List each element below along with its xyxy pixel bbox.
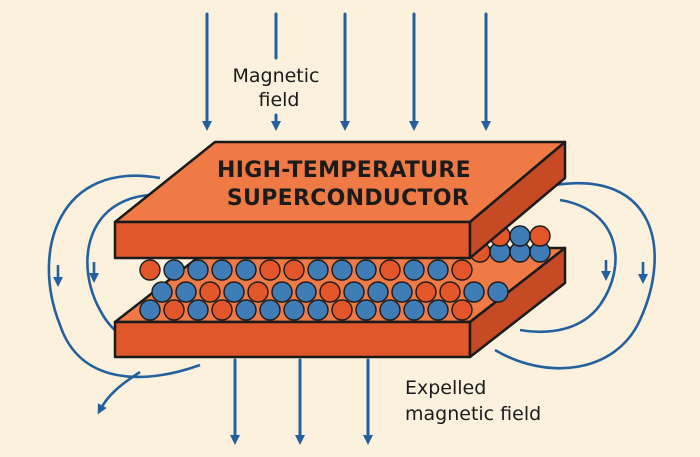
particle-blue: [163, 259, 185, 281]
particle-blue: [391, 281, 413, 303]
particle-blue: [187, 259, 209, 281]
particle-orange: [163, 299, 185, 321]
particle-orange: [331, 299, 353, 321]
magnetic-field-label: Magnetic field: [232, 65, 325, 111]
incoming-field-arrows: [202, 12, 491, 131]
particle-blue: [223, 281, 245, 303]
right-outer-loop: [494, 182, 656, 370]
particle-blue: [295, 281, 317, 303]
particle-orange: [451, 299, 473, 321]
particle-blue: [283, 299, 305, 321]
particle-blue: [379, 299, 401, 321]
particle-blue: [367, 281, 389, 303]
particle-blue: [139, 299, 161, 321]
particle-orange: [247, 281, 269, 303]
bottom-slab-front-face: [113, 320, 472, 359]
outgoing-field-arrows: [230, 358, 373, 445]
particle-orange: [259, 259, 281, 281]
bottom-slab-side-face: [468, 246, 567, 359]
top-slab-side-face: [468, 140, 567, 260]
particle-blue: [427, 259, 449, 281]
particle-orange: [379, 259, 401, 281]
particle-orange: [139, 259, 161, 281]
particle-blue: [509, 225, 531, 247]
particle-blue: [271, 281, 293, 303]
particle-blue: [235, 259, 257, 281]
particle-blue: [175, 281, 197, 303]
particle-layer: [139, 225, 551, 321]
particle-blue: [487, 281, 509, 303]
left-tail-loop: [97, 370, 141, 415]
particle-orange: [439, 281, 461, 303]
top-slab: [113, 140, 567, 260]
particle-blue: [307, 299, 329, 321]
expelled-field-loops: [47, 174, 656, 415]
particle-orange: [199, 281, 221, 303]
particle-blue: [463, 281, 485, 303]
particle-blue: [403, 299, 425, 321]
particle-blue: [307, 259, 329, 281]
particle-blue: [427, 299, 449, 321]
superconductor-title: HIGH-TEMPERATURE SUPERCONDUCTOR: [217, 158, 479, 211]
left-outer-loop: [47, 174, 201, 379]
particle-orange: [283, 259, 305, 281]
expelled-field-label: Expelled magnetic field: [405, 377, 541, 425]
particle-blue: [259, 299, 281, 321]
particle-blue: [151, 281, 173, 303]
particle-blue: [403, 259, 425, 281]
particle-orange: [211, 299, 233, 321]
particle-blue: [343, 281, 365, 303]
particle-blue: [355, 259, 377, 281]
particle-orange: [529, 225, 551, 247]
particle-orange: [415, 281, 437, 303]
particle-blue: [355, 299, 377, 321]
top-slab-front-face: [113, 220, 472, 260]
particle-blue: [211, 259, 233, 281]
particle-blue: [187, 299, 209, 321]
right-inner-loop: [519, 198, 617, 334]
particle-orange: [451, 259, 473, 281]
particle-blue: [235, 299, 257, 321]
particle-blue: [331, 259, 353, 281]
particle-orange: [319, 281, 341, 303]
